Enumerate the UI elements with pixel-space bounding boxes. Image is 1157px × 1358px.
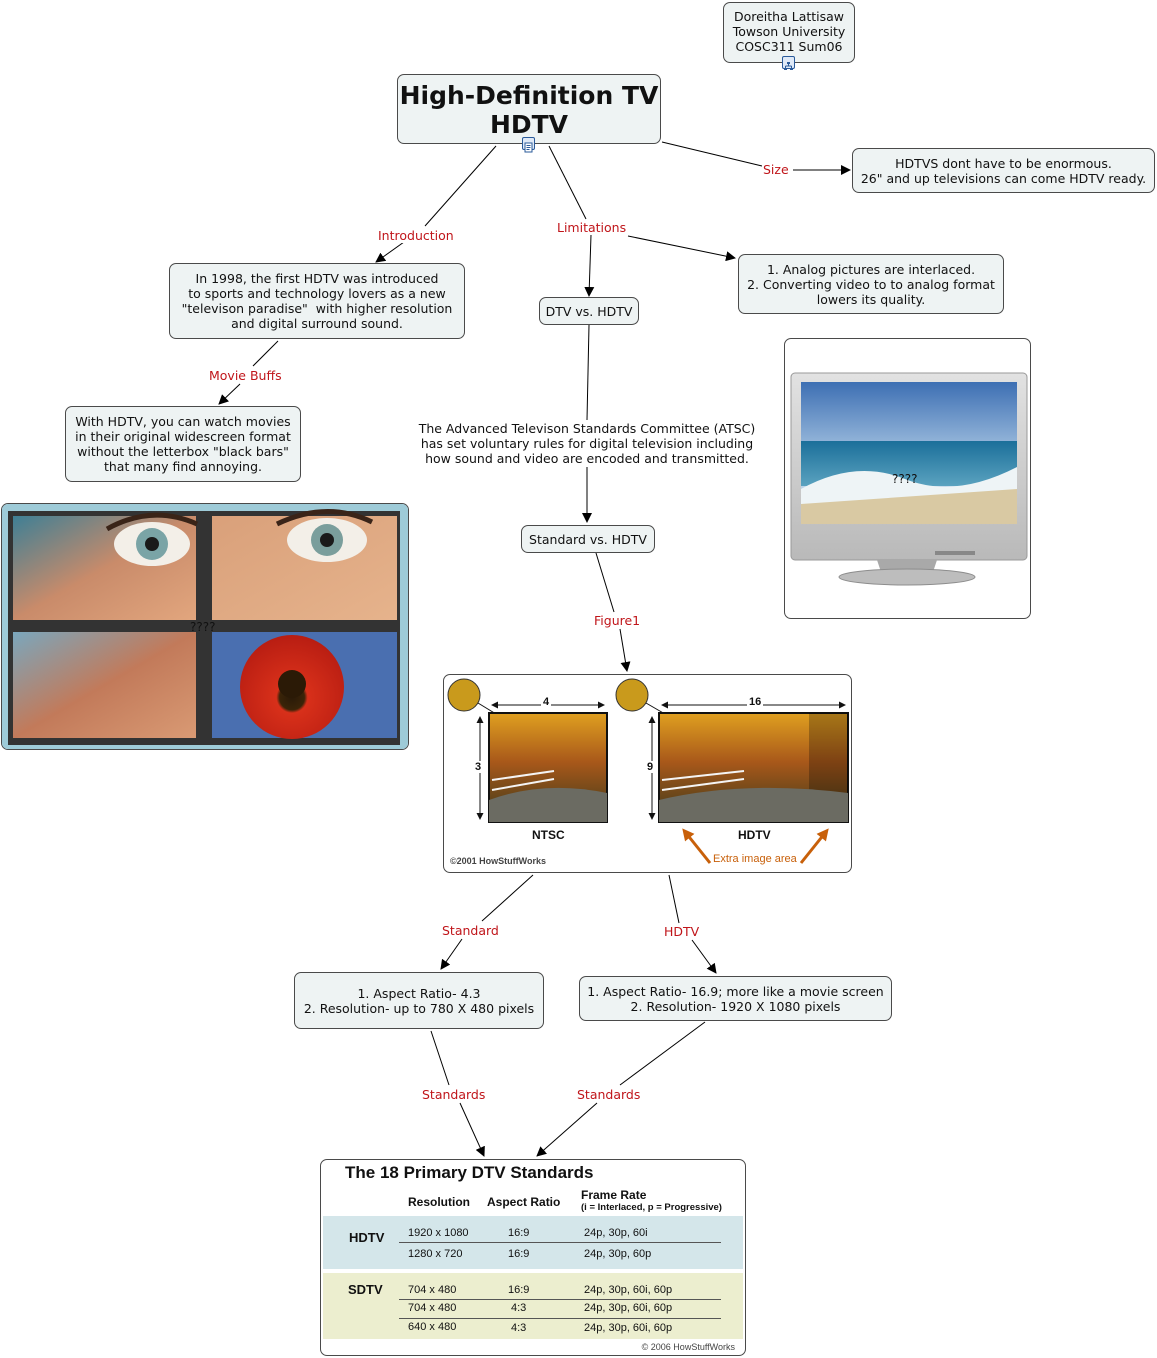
- atsc-line3: how sound and video are encoded and tran…: [425, 451, 749, 466]
- table-cell: 24p, 30p, 60p: [584, 1248, 652, 1260]
- row-divider: [399, 1299, 721, 1300]
- hdtv-width-label: 16: [747, 696, 764, 708]
- limitations-node[interactable]: 1. Analog pictures are interlaced. 2. Co…: [738, 254, 1004, 314]
- figure1-aspect-ratio[interactable]: 4 16 3 9 NTSC HDTV Extra image area ©200…: [443, 674, 852, 873]
- link-label-standard: Standard: [441, 923, 500, 938]
- table-cell: 1920 x 1080: [408, 1227, 469, 1239]
- main-topic[interactable]: High-Definition TV HDTV: [397, 74, 661, 144]
- movie-line3: without the letterbox "black bars": [77, 444, 289, 459]
- table-cell: 24p, 30p, 60i, 60p: [584, 1302, 673, 1314]
- table-cell: 704 x 480: [408, 1284, 457, 1296]
- author-school: Towson University: [732, 24, 846, 39]
- collage-placeholder: ????: [190, 620, 216, 634]
- link-label-standards-left: Standards: [421, 1087, 487, 1102]
- limitations-line3: lowers its quality.: [816, 291, 926, 307]
- figure1-credit: ©2001 HowStuffWorks: [450, 856, 546, 866]
- tv-image[interactable]: ????: [784, 338, 1031, 619]
- group-sdtv: SDTV: [348, 1282, 383, 1297]
- extra-image-area-label: Extra image area: [713, 853, 797, 865]
- standard-specs-node[interactable]: 1. Aspect Ratio- 4.3 2. Resolution- up t…: [294, 972, 544, 1029]
- table-cell: 16:9: [508, 1248, 530, 1260]
- ntsc-height-label: 3: [475, 761, 482, 773]
- main-topic-line1: High-Definition TV: [399, 81, 659, 110]
- table-cell: 16:9: [508, 1227, 530, 1239]
- sdtv-band: [323, 1273, 743, 1339]
- main-topic-line2: HDTV: [489, 110, 569, 139]
- atsc-line2: has set voluntary rules for digital tele…: [420, 436, 754, 451]
- link-label-figure1: Figure1: [593, 613, 642, 628]
- dtv-vs-hdtv-label: DTV vs. HDTV: [545, 303, 633, 319]
- link-label-limitations: Limitations: [556, 220, 628, 235]
- table-cell: 16:9: [508, 1284, 530, 1296]
- link-label-standards-right: Standards: [576, 1087, 642, 1102]
- sitemap-icon[interactable]: [782, 56, 795, 70]
- intro-line2: to sports and technology lovers as a new: [188, 286, 446, 301]
- link-label-size: Size: [762, 162, 790, 177]
- author-course: COSC311 Sum06: [735, 39, 843, 54]
- standard-vs-hdtv-node[interactable]: Standard vs. HDTV: [521, 525, 655, 553]
- table-cell: 24p, 30p, 60i, 60p: [584, 1284, 673, 1296]
- table-cell: 704 x 480: [408, 1302, 457, 1314]
- hdtv-label: HDTV: [738, 828, 771, 842]
- table-cell: 640 x 480: [408, 1321, 457, 1333]
- table-credit: © 2006 HowStuffWorks: [641, 1342, 735, 1352]
- ntsc-label: NTSC: [532, 828, 565, 842]
- ntsc-width-label: 4: [541, 696, 552, 708]
- atsc-text[interactable]: The Advanced Televison Standards Committ…: [414, 421, 760, 466]
- intro-line1: In 1998, the first HDTV was introduced: [195, 271, 439, 286]
- movie-line2: in their original widescreen format: [75, 429, 291, 444]
- standard-specs-line1: 1. Aspect Ratio- 4.3: [357, 985, 481, 1001]
- tv-placeholder: ????: [892, 472, 918, 486]
- atsc-line1: The Advanced Televison Standards Committ…: [418, 421, 756, 436]
- standard-vs-hdtv-label: Standard vs. HDTV: [529, 531, 647, 547]
- header-aspect-ratio: Aspect Ratio: [487, 1195, 561, 1209]
- table-cell: 4:3: [511, 1302, 527, 1314]
- intro-line3: "televison paradise" with higher resolut…: [181, 301, 453, 316]
- header-frame-note: (i = Interlaced, p = Progressive): [581, 1202, 722, 1213]
- hdtv-specs-node[interactable]: 1. Aspect Ratio- 16.9; more like a movie…: [579, 976, 892, 1021]
- link-label-introduction: Introduction: [377, 228, 455, 243]
- limitations-line2: 2. Converting video to to analog format: [747, 276, 995, 292]
- table-cell: 24p, 30p, 60i, 60p: [584, 1322, 673, 1334]
- size-line2: 26" and up televisions can come HDTV rea…: [860, 170, 1147, 186]
- intro-line4: and digital surround sound.: [231, 316, 403, 331]
- dtv-vs-hdtv-node[interactable]: DTV vs. HDTV: [539, 297, 639, 325]
- author-name: Doreitha Lattisaw: [733, 9, 845, 24]
- hdtv-specs-line1: 1. Aspect Ratio- 16.9; more like a movie…: [587, 983, 884, 999]
- row-divider: [399, 1318, 721, 1319]
- aspect-ratio-graphic: [447, 678, 849, 864]
- table-cell: 1280 x 720: [408, 1248, 463, 1260]
- hdtv-collage-image[interactable]: ????: [1, 503, 409, 750]
- link-label-hdtv: HDTV: [663, 924, 701, 939]
- limitations-line1: 1. Analog pictures are interlaced.: [766, 261, 976, 277]
- notes-icon[interactable]: [522, 137, 535, 153]
- author-note[interactable]: Doreitha Lattisaw Towson University COSC…: [723, 2, 855, 63]
- row-divider: [399, 1242, 721, 1243]
- hdtv-height-label: 9: [647, 761, 654, 773]
- hdtv-specs-line2: 2. Resolution- 1920 X 1080 pixels: [630, 998, 841, 1014]
- header-resolution: Resolution: [408, 1195, 470, 1209]
- dtv-standards-table[interactable]: The 18 Primary DTV Standards Resolution …: [320, 1159, 746, 1356]
- group-hdtv: HDTV: [349, 1230, 385, 1245]
- table-cell: 24p, 30p, 60i: [584, 1227, 648, 1239]
- movie-buffs-node[interactable]: With HDTV, you can watch movies in their…: [65, 406, 301, 482]
- size-node[interactable]: HDTVS dont have to be enormous. 26" and …: [852, 148, 1155, 193]
- standard-specs-line2: 2. Resolution- up to 780 X 480 pixels: [303, 1000, 535, 1016]
- movie-line1: With HDTV, you can watch movies: [75, 414, 291, 429]
- header-frame-rate: Frame Rate: [581, 1188, 647, 1202]
- size-line1: HDTVS dont have to be enormous.: [895, 155, 1112, 171]
- table-title: The 18 Primary DTV Standards: [345, 1163, 594, 1182]
- movie-line4: that many find annoying.: [103, 459, 263, 474]
- link-label-movie-buffs: Movie Buffs: [208, 368, 283, 383]
- introduction-node[interactable]: In 1998, the first HDTV was introduced t…: [169, 263, 465, 339]
- table-cell: 4:3: [511, 1322, 527, 1334]
